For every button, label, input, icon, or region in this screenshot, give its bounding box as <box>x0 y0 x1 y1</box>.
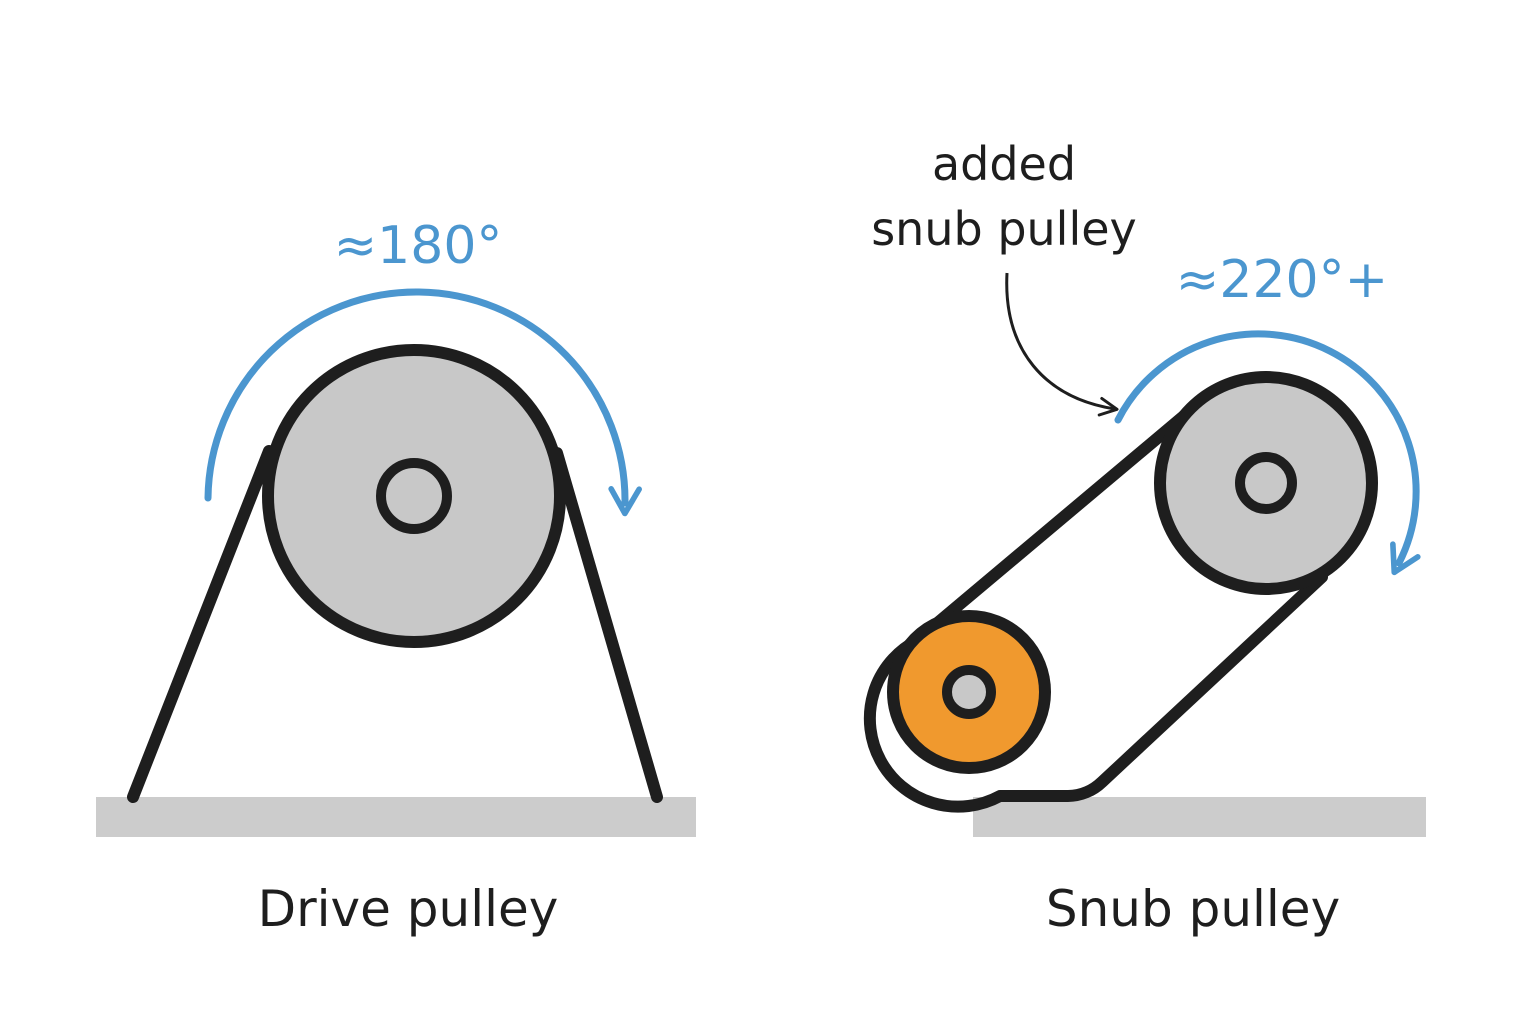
snub-base-plate <box>973 797 1426 837</box>
drive-belt-left-run <box>127 445 275 803</box>
snub-pulley-caption: Snub pulley <box>1046 880 1340 938</box>
snub-callout-line1: added <box>932 137 1076 191</box>
snub-wrap-angle-arc <box>1114 330 1421 576</box>
drive-wrap-angle-arc <box>204 288 642 517</box>
snub-pulley-panel: ≈220°+ added snub pulley Snub pulley <box>863 137 1426 938</box>
drive-belt-right-run <box>551 447 663 803</box>
snub-belt-loop <box>863 409 1328 813</box>
snub-callout-arrow <box>1005 272 1119 417</box>
snub-callout-line2: snub pulley <box>871 202 1137 256</box>
drive-pulley-hub <box>376 458 452 534</box>
snub-pulley-hub <box>942 665 996 719</box>
snub-wrap-angle-label: ≈220°+ <box>1176 250 1388 310</box>
drive-pulley-panel: ≈180° Drive pulley <box>96 216 696 938</box>
drive-wrap-angle-label: ≈180° <box>334 216 503 276</box>
drive-base-plate <box>96 797 696 837</box>
drive-pulley-caption: Drive pulley <box>258 880 559 938</box>
drive-pulley-hub-right <box>1235 452 1297 514</box>
